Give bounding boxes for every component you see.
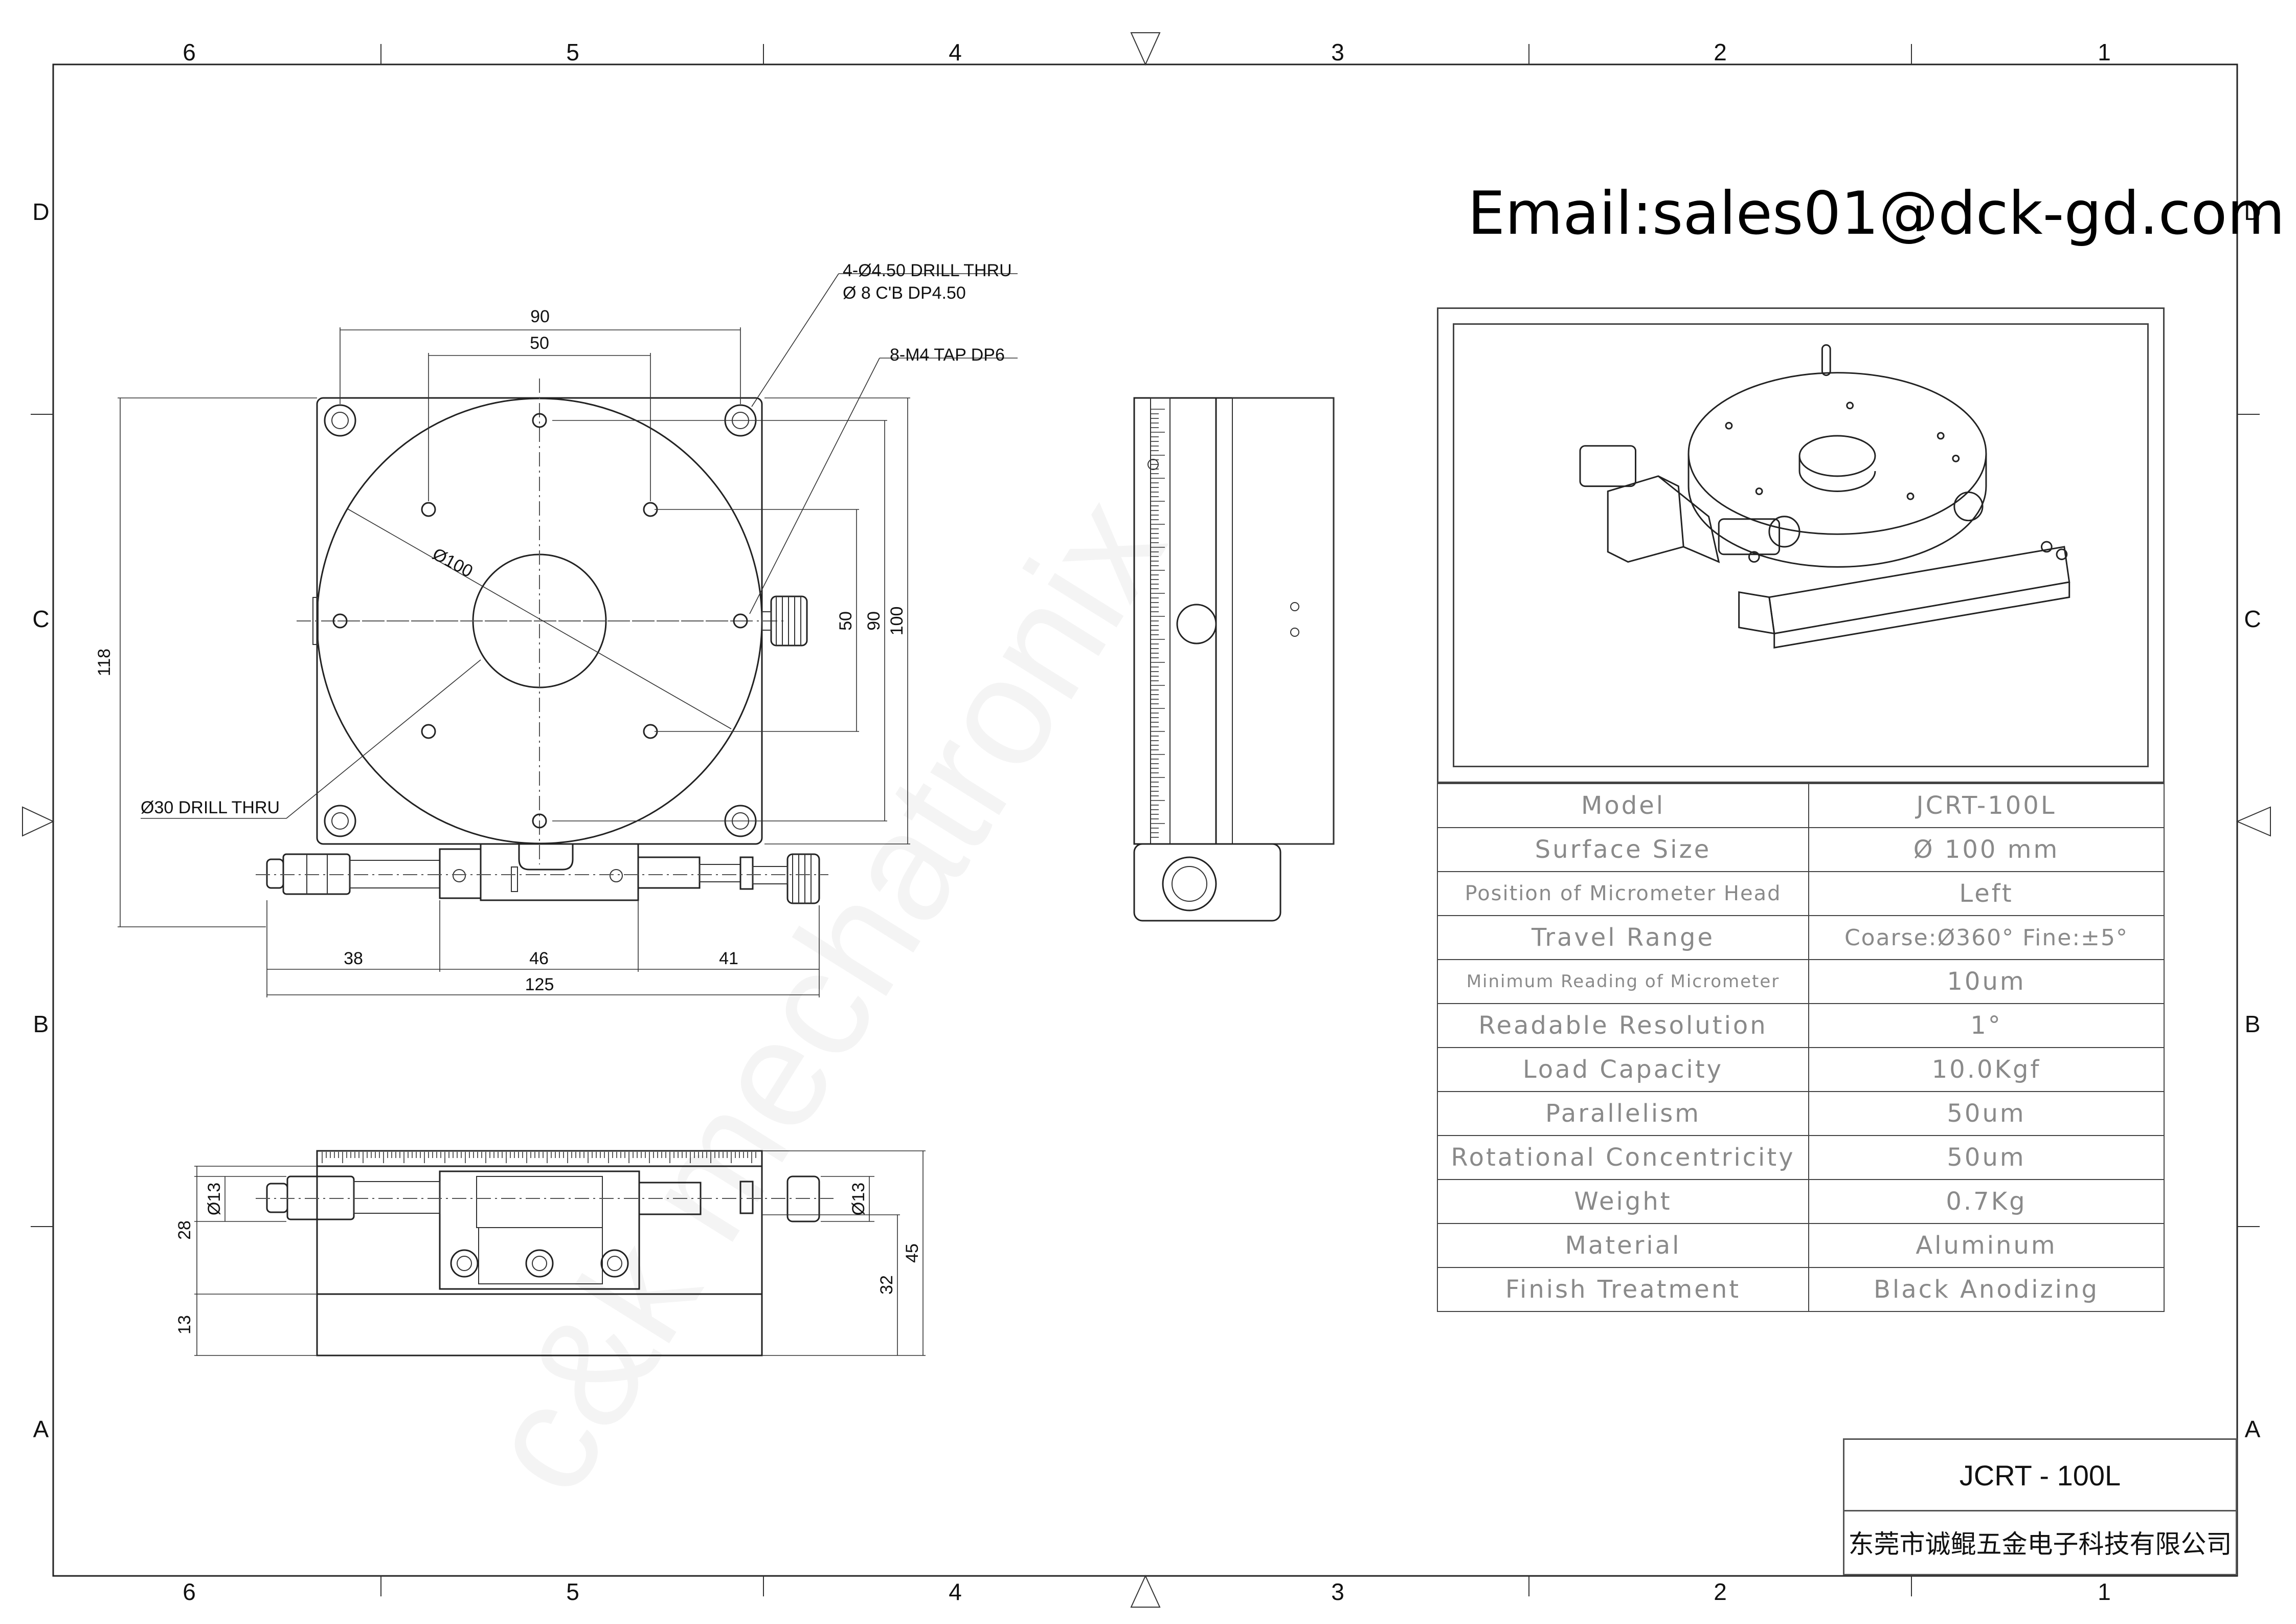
zone-number-top-2: 5 [566, 39, 579, 65]
callout-tap: 8-M4 TAP DP6 [890, 345, 1005, 365]
top-view: 90 50 118 50 90 100 38 46 41 125 Ø100 4-… [95, 261, 1018, 997]
zone-number-bottom-3: 4 [949, 1578, 962, 1605]
dim-50-vertical: 50 [836, 611, 856, 631]
spec-label: Finish Treatment [1437, 1267, 1809, 1312]
dim-28: 28 [175, 1220, 194, 1240]
right-adjust-knob [761, 595, 808, 647]
spec-label: Rotational Concentricity [1437, 1135, 1809, 1180]
zone-letter-left-b: B [33, 1011, 49, 1037]
zone-letter-right-b: B [2245, 1011, 2261, 1037]
zone-ticks [31, 44, 2260, 1596]
company-name: 东莞市诚鲲五金电子科技有限公司 [1848, 1529, 2232, 1559]
zone-number-bottom-1: 6 [183, 1578, 196, 1605]
spec-label: Material [1437, 1223, 1809, 1268]
dim-90-vertical: 90 [864, 611, 884, 631]
spec-label: Load Capacity [1437, 1047, 1809, 1092]
zone-letter-right-a: A [2245, 1416, 2261, 1442]
spec-value: Aluminum [1808, 1223, 2165, 1268]
dim-13: 13 [175, 1315, 194, 1334]
centering-marks [22, 32, 2271, 1608]
zone-number-top-1: 6 [183, 39, 196, 65]
spec-value: Black Anodizing [1808, 1267, 2165, 1312]
dim-90-top: 90 [530, 307, 550, 326]
spec-label: Surface Size [1437, 827, 1809, 872]
spec-value: 50um [1808, 1135, 2165, 1180]
side-scale-ticks [1151, 409, 1165, 838]
front-scale-ticks [322, 1152, 756, 1163]
spec-value: JCRT-100L [1808, 783, 2165, 828]
dim-41: 41 [719, 949, 738, 968]
spec-value: 10um [1808, 959, 2165, 1004]
dim-125: 125 [525, 975, 554, 994]
dim-45: 45 [903, 1243, 922, 1263]
dim-100-vertical: 100 [887, 607, 907, 636]
zone-letter-left-c: C [32, 606, 49, 632]
tapped-holes [332, 413, 748, 829]
spec-value: 50um [1808, 1091, 2165, 1136]
zone-number-bottom-4: 3 [1331, 1578, 1344, 1605]
zone-letter-left-d: D [32, 198, 49, 225]
dim-50-top: 50 [530, 333, 549, 353]
top-view-dimension-lines [118, 273, 1018, 997]
dim-38: 38 [344, 949, 363, 968]
spec-label: Position of Micrometer Head [1437, 871, 1809, 916]
spec-value: 0.7Kg [1808, 1179, 2165, 1224]
side-knob [1162, 856, 1217, 911]
zone-letter-right-d: D [2244, 198, 2261, 225]
spec-value: Left [1808, 871, 2165, 916]
dim-d13-right: Ø13 [849, 1183, 868, 1215]
zone-number-bottom-5: 2 [1714, 1578, 1727, 1605]
spec-label: Model [1437, 783, 1809, 828]
callout-counterbore-1: 4-Ø4.50 DRILL THRU [843, 261, 1012, 280]
zone-letter-left-a: A [33, 1416, 49, 1442]
product-image [1453, 323, 2149, 767]
dim-46: 46 [529, 949, 549, 968]
spec-value: Ø 100 mm [1808, 827, 2165, 872]
callout-counterbore-2: Ø 8 C'B DP4.50 [843, 283, 966, 303]
product-image-frame [1437, 307, 2165, 783]
dim-118: 118 [95, 649, 114, 676]
zone-number-bottom-6: 1 [2098, 1578, 2111, 1605]
zone-number-top-5: 2 [1714, 39, 1727, 65]
zone-number-top-4: 3 [1331, 39, 1344, 65]
spec-label: Parallelism [1437, 1091, 1809, 1136]
spec-label: Travel Range [1437, 915, 1809, 960]
rotary-stage-illustration [1579, 344, 2070, 649]
spec-value: 10.0Kgf [1808, 1047, 2165, 1092]
model-number-title: JCRT - 100L [1844, 1440, 2236, 1511]
zone-number-top-3: 4 [949, 39, 962, 65]
spec-label: Minimum Reading of Micrometer [1437, 959, 1809, 1004]
contact-email[interactable]: Email:sales01@dck-gd.com [1468, 179, 2285, 248]
dim-d13-left: Ø13 [205, 1183, 224, 1215]
dim-32: 32 [877, 1275, 896, 1295]
diameter-100-label: Ø100 [430, 544, 476, 582]
spec-value: Coarse:Ø360° Fine:±5° [1808, 915, 2165, 960]
zone-number-top-6: 1 [2098, 39, 2111, 65]
spec-label: Readable Resolution [1437, 1003, 1809, 1048]
spec-value: 1° [1808, 1003, 2165, 1048]
title-block: JCRT - 100L 东莞市诚鲲五金电子科技有限公司 [1843, 1438, 2237, 1575]
callout-drill-thru: Ø30 DRILL THRU [141, 798, 280, 817]
spec-label: Weight [1437, 1179, 1809, 1224]
micrometer-assembly [256, 843, 828, 904]
front-view: Ø13 Ø13 28 13 32 45 [175, 1150, 926, 1356]
side-view [1133, 397, 1335, 922]
zone-number-bottom-2: 5 [566, 1578, 579, 1605]
front-view-dimension-lines [194, 1150, 926, 1356]
zone-letter-right-c: C [2244, 606, 2261, 632]
